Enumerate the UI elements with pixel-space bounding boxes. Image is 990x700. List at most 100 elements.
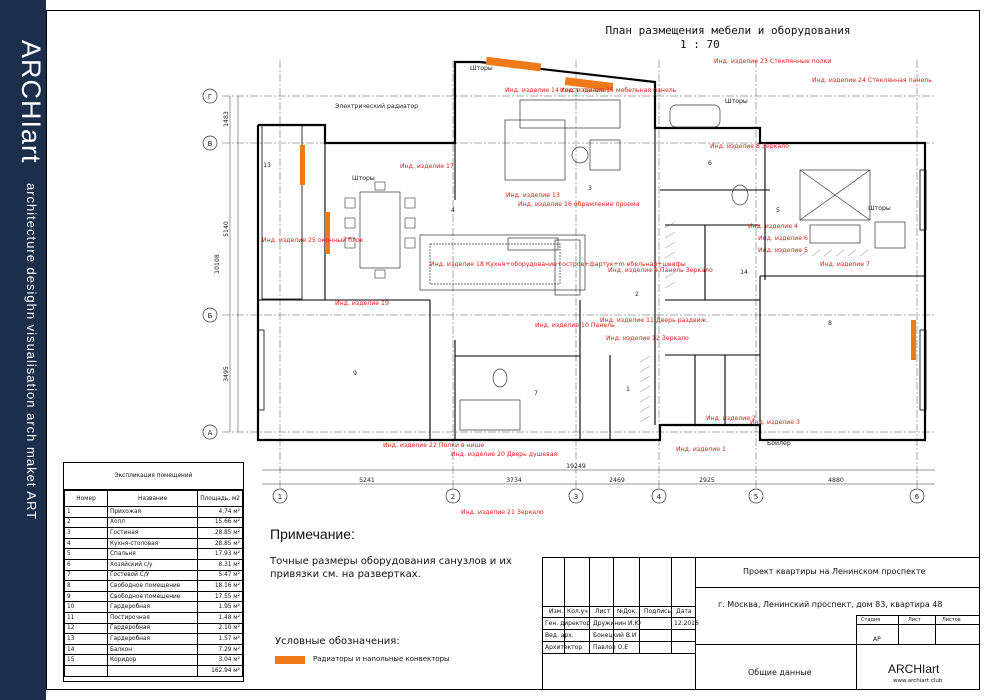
- brand-name: ARCHIart: [16, 40, 46, 164]
- label-item-4: Инд. изделие 4: [748, 223, 798, 230]
- svg-text:9: 9: [353, 370, 357, 377]
- axis-label-v: В: [208, 140, 213, 148]
- cell-area: 15.66 м²: [197, 516, 243, 529]
- cell-number: 4: [64, 537, 108, 550]
- axis-label-4: 4: [657, 493, 662, 501]
- cell-area: 2.10 м²: [197, 622, 243, 635]
- room-explication-table: Экспликация помещений Номер Название Пло…: [63, 462, 244, 682]
- axis-label-5: 5: [754, 493, 758, 501]
- cell-area: 3.04 м²: [197, 654, 243, 666]
- col-name: Название: [106, 490, 199, 507]
- tb-role-1: Ген. директор: [545, 620, 591, 627]
- cell-area: 17.55 м²: [197, 590, 243, 603]
- svg-text:13: 13: [263, 162, 271, 169]
- cell-number: 14: [64, 643, 108, 656]
- tb-address: г. Москва, Ленинский проспект, дом 83, к…: [718, 600, 943, 609]
- cell-area: 5.47 м²: [197, 569, 243, 582]
- dim-total: 19249: [566, 463, 586, 470]
- drawing-frame: [46, 10, 980, 690]
- label-shtory-bath: Шторы: [725, 98, 748, 105]
- tb-stage-label: Стадия: [861, 617, 881, 623]
- dim-left-4: 3495: [223, 366, 230, 382]
- cell-number: 5: [64, 548, 108, 560]
- label-item-3: Инд. изделие 3: [750, 419, 800, 426]
- plan-title: План размещения мебели и оборудования: [605, 24, 851, 37]
- axis-bubble-1: [272, 488, 288, 504]
- cell-name: Коридор: [106, 654, 199, 666]
- svg-text:2: 2: [635, 291, 639, 298]
- cell-name: Спальня: [106, 548, 199, 560]
- axis-bubble-a: [202, 424, 218, 440]
- axis-bubble-g: [202, 88, 218, 104]
- cell-area: 1.57 м²: [197, 633, 243, 645]
- cell-number: 12: [64, 622, 108, 635]
- cell-area: 1.48 м²: [197, 611, 243, 624]
- tb-role-3: Архитектор: [545, 644, 583, 651]
- axis-label-b: Б: [208, 312, 213, 320]
- tb-col-list: Лист: [595, 608, 611, 615]
- label-item-8: Инд. изделие 8 Зеркало: [710, 143, 789, 150]
- label-boiler: Бойлер: [767, 439, 791, 447]
- cell-number: 11: [64, 611, 108, 624]
- cell-name: Балкон: [106, 643, 199, 656]
- label-item-14: Инд. изделие 14 текст. панель: [505, 87, 607, 94]
- cell-number: 10: [64, 601, 108, 613]
- label-shtory-bedroom: Шторы: [868, 205, 891, 212]
- svg-text:3: 3: [588, 185, 592, 192]
- axis-label-2: 2: [451, 493, 455, 501]
- tb-stage: АР: [873, 636, 881, 643]
- cell-area: 17.93 м²: [197, 548, 243, 560]
- cell-number: 3: [64, 527, 108, 539]
- tb-col-izm: Изм.: [549, 608, 564, 615]
- label-item-7: Инд. изделие 7: [820, 261, 870, 268]
- axis-bubble-b: [202, 307, 218, 323]
- cell-name: Хозяйский с/у: [106, 558, 199, 571]
- table-row-total: 162.94 м²: [64, 664, 243, 677]
- svg-text:6: 6: [708, 160, 712, 167]
- dim-5: 4880: [828, 477, 844, 484]
- axis-label-1: 1: [278, 493, 282, 501]
- label-item-16: Инд. изделие 16 обрамление проема: [518, 200, 640, 208]
- tb-role-2: Вед. арх.: [545, 632, 574, 639]
- tb-project: Проект квартиры на Ленинском проспекте: [743, 567, 926, 576]
- axis-bubble-6: [909, 488, 925, 504]
- plan-scale: 1 : 70: [680, 38, 720, 51]
- label-item-17: Инд. изделие 17: [400, 163, 454, 170]
- title-block: Изм. Кол.уч Лист №Док. Подпись Дата Ген.…: [542, 557, 980, 690]
- cell-number: 15: [64, 654, 108, 666]
- dim-left-1: 1483: [223, 111, 230, 127]
- svg-text:14: 14: [740, 269, 748, 276]
- tb-name-2: Бонецкий В.И: [593, 632, 637, 639]
- cell-total: 162.94 м²: [197, 664, 243, 677]
- label-item-1: Инд. изделие 1: [676, 446, 726, 453]
- label-item-9: Инд. изделие 9 Панель Зеркало: [608, 267, 713, 274]
- label-item-13: Инд. изделие 13: [506, 192, 560, 199]
- svg-text:8: 8: [828, 320, 832, 327]
- note-text: Точные размеры оборудования санузлов и и…: [270, 556, 512, 580]
- note-heading: Примечание:: [270, 526, 355, 542]
- label-item-2: Инд. изделие 2: [706, 415, 756, 422]
- cell-area: 28.85 м²: [197, 527, 243, 539]
- svg-text:5: 5: [776, 207, 780, 214]
- cell-number: 13: [64, 633, 108, 645]
- label-item-5: Инд. изделие 5: [758, 247, 808, 254]
- label-item-10: Инд. изделие 10 Панель: [535, 322, 615, 329]
- cell-area: 28.85 м²: [197, 537, 243, 550]
- axis-label-a: А: [208, 429, 213, 437]
- tb-date: 12.2016: [674, 620, 699, 627]
- label-item-24: Инд. изделие 24 Стеклянная панель: [812, 77, 932, 84]
- cell-number: 2: [64, 516, 108, 529]
- cell-area: 7.29 м²: [197, 643, 243, 656]
- axis-label-g: Г: [208, 93, 212, 101]
- cell-name: Прихожая: [106, 506, 199, 518]
- svg-text:1: 1: [626, 386, 630, 393]
- cell-area: 4.74 м²: [197, 506, 243, 518]
